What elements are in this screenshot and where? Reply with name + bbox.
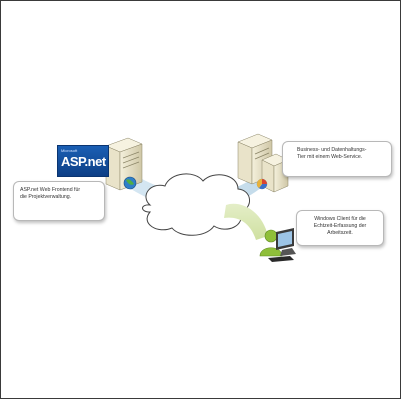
web-server-icon xyxy=(105,137,143,191)
asp-net-logo: Microsoft ASP.net xyxy=(57,145,109,177)
callout-asp-line-1: ASP.net Web Frontend für xyxy=(20,187,81,193)
green-connection-band xyxy=(224,203,268,240)
callout-asp-frontend: ASP.net Web Frontend für die Projektverw… xyxy=(13,181,105,221)
callout-backend-line-2: Tier mit einem Web-Service. xyxy=(297,154,363,160)
asp-logo-name: ASP.net xyxy=(61,154,106,169)
globe-icon xyxy=(123,176,137,190)
callout-client-line-3: Arbeitszeit. xyxy=(327,230,353,236)
callout-backend-tier: Business- und Datenhaltungs- Tier mit ei… xyxy=(282,141,392,177)
asp-logo-microsoft-text: Microsoft xyxy=(61,148,78,153)
callout-client-line-1: Windows Client für die xyxy=(314,216,366,222)
callout-backend-line-1: Business- und Datenhaltungs- xyxy=(297,147,367,153)
callout-client-line-2: Echtzeit-Erfassung der xyxy=(313,223,367,229)
monitor-icon xyxy=(268,228,296,262)
callout-windows-client: Windows Client für die Echtzeit-Erfassun… xyxy=(296,210,384,246)
callout-asp-line-2: die Projektverwaltung. xyxy=(20,194,72,200)
service-badge-icon xyxy=(256,178,268,190)
